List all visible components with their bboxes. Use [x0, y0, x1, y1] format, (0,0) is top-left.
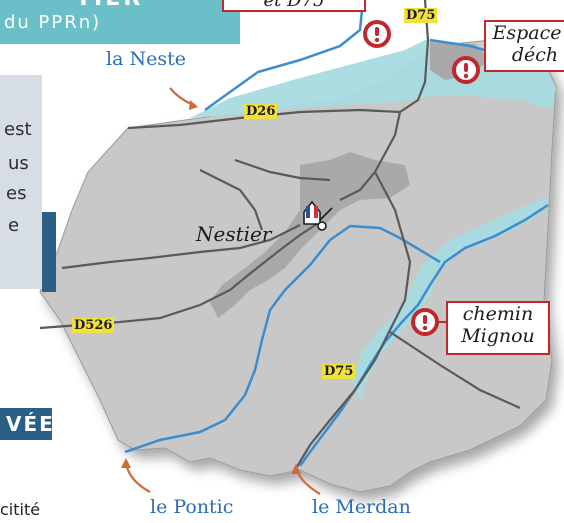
callout-mignou-line2: Mignou	[461, 325, 535, 347]
panel-accent-bar	[42, 212, 56, 292]
road-label-d75-top: D75	[404, 8, 438, 23]
urban-area	[210, 152, 410, 318]
left-text-panel: est us es e	[0, 75, 42, 289]
panel-line: est	[4, 119, 32, 140]
road-south-spur	[389, 331, 521, 410]
panel-line: e	[8, 215, 20, 236]
village-label: Nestier	[196, 222, 272, 246]
bottom-text: citité	[0, 500, 41, 519]
callout-espace: Espace déch	[484, 20, 564, 72]
road-d75	[294, 171, 412, 471]
road-label-d26: D26	[244, 104, 278, 119]
callout-top: et D75	[222, 0, 366, 12]
river-neste	[204, 9, 364, 112]
callout-espace-line1: Espace	[492, 22, 562, 44]
flag-icon	[306, 206, 318, 218]
river-merdan	[298, 203, 549, 467]
road-nw	[199, 169, 264, 231]
road-label-d75-bottom: D75	[322, 364, 356, 379]
river-label-merdan: le Merdan	[312, 496, 411, 518]
callout-top-text: et D75	[263, 0, 325, 11]
header-subtitle: du PPRn)	[4, 12, 102, 33]
section-heading: VÉE	[0, 408, 53, 440]
river-label-neste: la Neste	[106, 48, 186, 70]
panel-line: us	[8, 153, 29, 174]
panel-line: es	[6, 183, 27, 204]
warning-icon	[411, 308, 439, 336]
river-label-pontic: le Pontic	[150, 496, 234, 518]
road-d26	[127, 0, 430, 130]
commune-land	[39, 39, 557, 493]
callout-mignou: chemin Mignou	[446, 301, 550, 355]
road-west	[61, 224, 301, 270]
header-title: TIER	[76, 0, 143, 11]
road-label-d526: D526	[72, 318, 115, 333]
road-north	[234, 158, 331, 182]
river-pontic	[124, 224, 441, 454]
warning-icon	[452, 56, 480, 84]
warning-icon	[363, 20, 391, 48]
header-banner: TIER du PPRn)	[0, 0, 240, 44]
callout-mignou-line1: chemin	[462, 303, 534, 325]
callout-espace-line2: déch	[511, 44, 559, 66]
